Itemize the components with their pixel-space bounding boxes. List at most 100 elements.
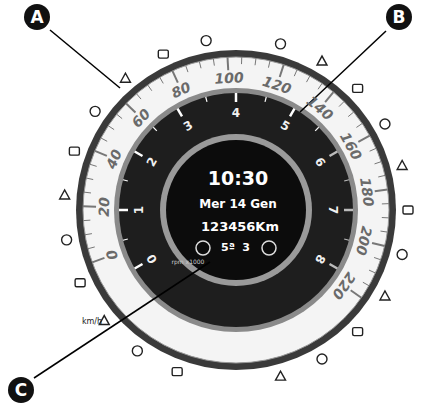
callout-letter: C (8, 377, 34, 403)
warning-icon (403, 206, 413, 214)
rpm-tick (330, 264, 338, 269)
warning-icon (397, 160, 407, 169)
speed-tick (378, 175, 385, 177)
odometer: 123456Km (201, 220, 279, 233)
unit-label: km/h (82, 318, 102, 326)
speed-number: 220 (330, 270, 358, 302)
speed-tick (84, 192, 91, 194)
callout-letter: A (24, 4, 50, 30)
bezel (76, 50, 396, 370)
speed-tick (213, 59, 214, 66)
speed-number: 100 (214, 70, 244, 86)
speed-tick (306, 76, 309, 82)
speed-tick (108, 126, 114, 130)
speed-tick (101, 138, 107, 141)
rpm-tick (235, 93, 238, 102)
speed-tick (85, 234, 92, 235)
speed-tick (95, 151, 107, 156)
rpm-tick (119, 209, 128, 212)
warning-icons (60, 36, 413, 381)
display (166, 140, 306, 280)
warning-icon (120, 73, 130, 82)
speed-tick (199, 61, 201, 68)
warning-icon (201, 36, 211, 46)
rpm-tick (135, 264, 143, 269)
rpm-tick (315, 127, 319, 131)
rpm-tick (206, 97, 207, 102)
speed-number: 160 (338, 130, 364, 162)
speed-number: 80 (169, 80, 193, 101)
speed-tick (186, 66, 188, 73)
speed-number: 60 (129, 106, 153, 130)
rpm-number: 7 (327, 206, 339, 214)
speed-tick (92, 258, 104, 262)
rpm-number: 6 (313, 155, 328, 168)
rpm-number: 0 (145, 252, 160, 265)
speed-tick (382, 203, 389, 204)
temp-icon (262, 241, 276, 255)
speed-tick (241, 57, 242, 64)
warning-icon (132, 346, 142, 356)
speed-tick (160, 77, 163, 83)
rpm-number: 3 (181, 119, 194, 134)
speed-tick (126, 104, 135, 113)
tach-rim (114, 88, 358, 332)
callout-letter: B (386, 4, 412, 30)
rpm-number: 1 (133, 206, 145, 214)
rpm-number: 2 (145, 155, 160, 168)
speed-tick (356, 123, 362, 127)
speed-tick (363, 282, 369, 285)
warning-icon (353, 84, 363, 92)
warning-icon (276, 371, 286, 380)
speed-tick (375, 162, 382, 164)
date: Mer 14 Gen (199, 198, 277, 210)
warning-icon (276, 39, 286, 49)
rpm-tick (123, 239, 128, 240)
speed-number: 20 (97, 197, 111, 217)
speed-tick (382, 217, 389, 218)
warning-icon (317, 56, 327, 65)
rpm-tick (344, 209, 353, 212)
rpm-tick (153, 127, 157, 131)
warning-icon (75, 279, 85, 287)
speed-tick (90, 164, 97, 166)
speed-tick (325, 92, 333, 102)
speed-tick (380, 231, 387, 232)
display-rim (160, 134, 312, 286)
warning-icon (172, 368, 182, 376)
rpm-number: 4 (232, 107, 240, 119)
rpm-tick (344, 180, 349, 181)
speed-tick (172, 71, 177, 83)
speed-tick (372, 243, 385, 246)
rpm-tick (344, 239, 349, 240)
speedometer-band (83, 57, 389, 363)
warning-icon (69, 147, 79, 155)
callout-text: B (393, 7, 406, 27)
speed-tick (280, 65, 284, 77)
speed-tick (318, 83, 322, 89)
speed-tick (374, 257, 381, 259)
speed-tick (148, 85, 152, 91)
speed-number: 120 (261, 73, 293, 95)
rpm-tick (123, 180, 128, 181)
rpm-tick (330, 152, 338, 157)
speed-tick (83, 205, 96, 207)
warning-icon (397, 250, 407, 260)
speed-tick (83, 220, 90, 221)
speed-tick (348, 112, 353, 116)
speed-tick (136, 94, 141, 99)
callout-text: C (15, 380, 27, 400)
speed-number: 180 (358, 177, 376, 208)
speed-number: 40 (104, 147, 124, 170)
rpm-number: 5 (278, 119, 291, 134)
speed-tick (86, 178, 93, 179)
warning-icon (380, 119, 390, 129)
speed-tick (294, 70, 297, 76)
leader-line (50, 30, 120, 88)
speed-tick (339, 102, 344, 107)
rpm-tick (135, 152, 143, 157)
speed-number: 0 (104, 248, 120, 262)
clock: 10:30 (208, 169, 268, 188)
warning-icon (60, 190, 70, 199)
speed-tick (255, 58, 257, 65)
